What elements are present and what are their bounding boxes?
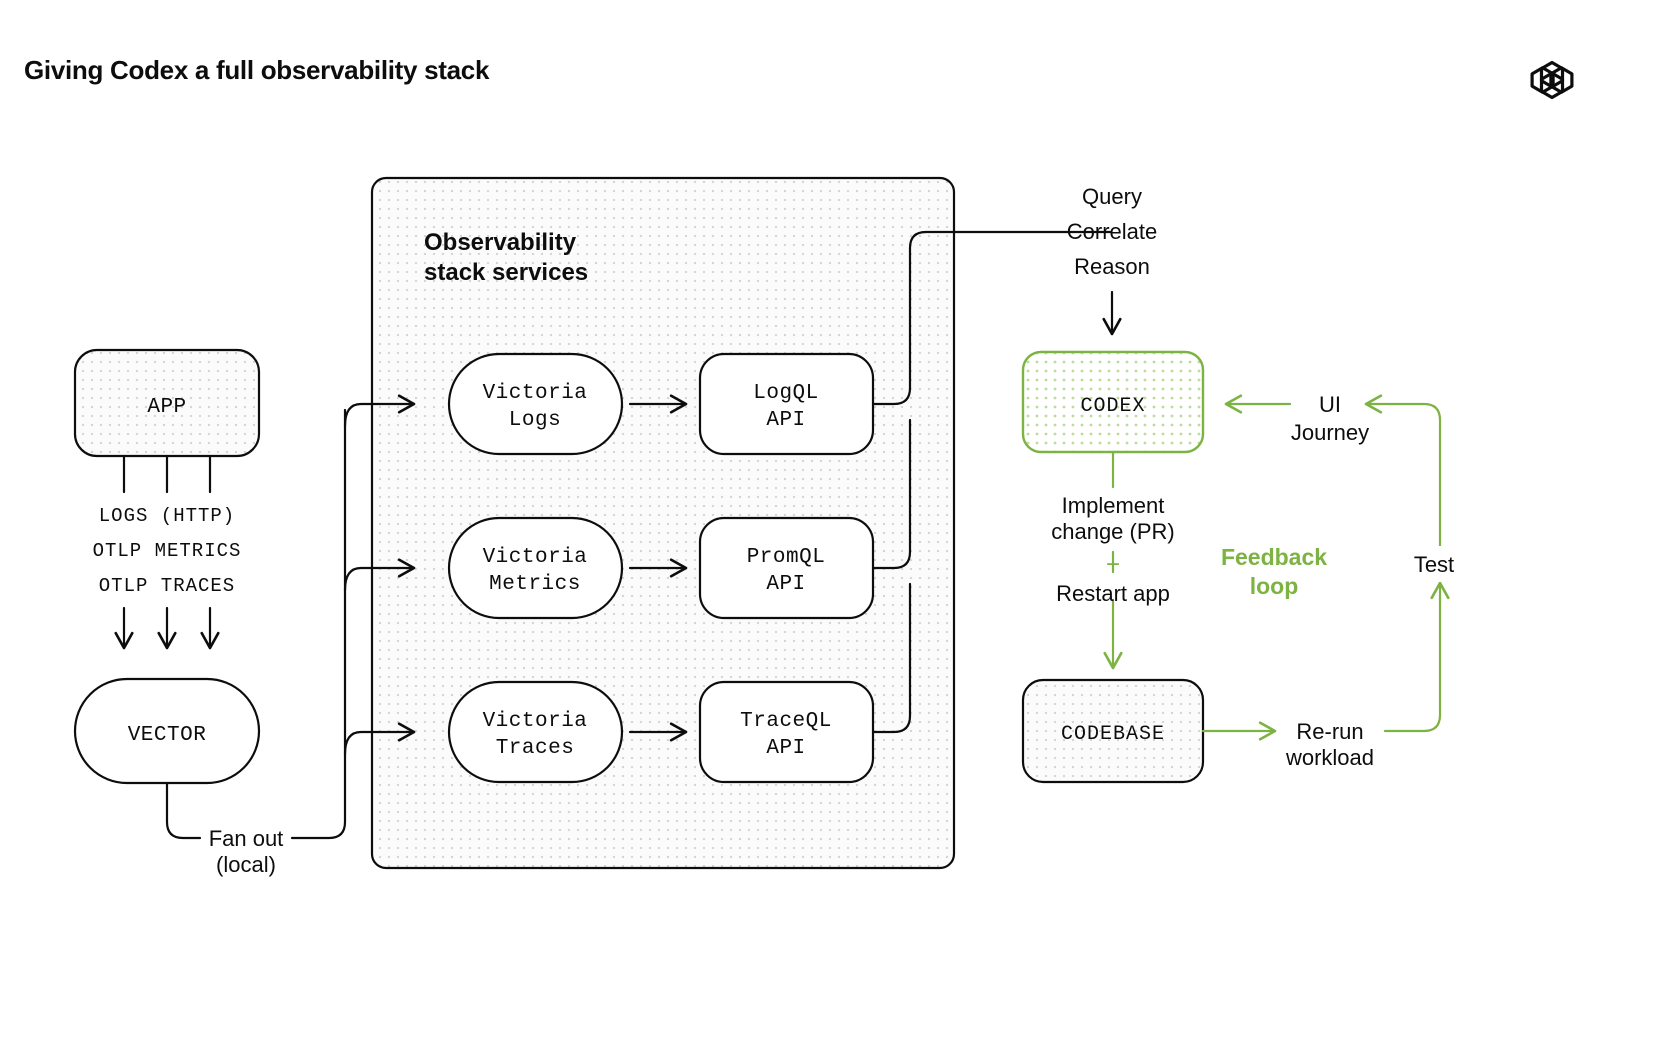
store-node-box: [447, 680, 624, 784]
store-node-victoria-metrics[interactable]: Victoria Metrics: [447, 516, 624, 620]
openai-logo: [1530, 60, 1574, 100]
page-title: Giving Codex a full observability stack: [24, 55, 490, 85]
store-to-api-arrows: [628, 394, 688, 742]
api-node-label-line1: PromQL: [747, 546, 826, 569]
implement-change-labels: Implement change (PR) + Restart app: [1051, 493, 1175, 606]
codex-node-label: CODEX: [1080, 395, 1145, 418]
api-node-label-line1: TraceQL: [740, 710, 832, 733]
store-node-box: [447, 516, 624, 620]
api-node-promql[interactable]: PromQL API: [698, 516, 875, 620]
query-correlate-reason-labels: Query Correlate Reason: [1067, 184, 1157, 279]
test-label-group: Test: [1404, 546, 1476, 582]
ui-journey-label: UI Journey: [1291, 392, 1369, 445]
api-node-label-line1: LogQL: [753, 382, 819, 405]
plus-symbol: +: [1106, 551, 1120, 578]
feedback-loop-line1: Feedback: [1221, 544, 1327, 570]
rerun-line1: Re-run: [1296, 719, 1363, 744]
codex-node[interactable]: CODEX: [1021, 350, 1205, 454]
ui-journey-line1: UI: [1319, 392, 1341, 417]
api-node-logql[interactable]: LogQL API: [698, 352, 875, 456]
fanout-label-line1: Fan out: [209, 826, 284, 851]
app-signal-stubs: [122, 454, 212, 494]
store-node-victoria-traces[interactable]: Victoria Traces: [447, 680, 624, 784]
stack-group-title-line1: Observability: [424, 229, 577, 256]
fanout-label-line2: (local): [216, 852, 276, 877]
ui-journey-line2: Journey: [1291, 420, 1369, 445]
store-node-label-line2: Metrics: [489, 573, 581, 596]
fanout-path: [165, 408, 347, 840]
api-node-label-line2: API: [766, 409, 805, 432]
store-node-label-line1: Victoria: [483, 382, 588, 405]
stack-group-title-line2: stack services: [424, 259, 588, 286]
rerun-line2: workload: [1285, 745, 1374, 770]
feedback-loop-path: [1201, 394, 1450, 741]
feedback-loop-line2: loop: [1250, 573, 1299, 599]
query-label-line3: Reason: [1074, 254, 1150, 279]
store-node-label-line2: Logs: [509, 409, 561, 432]
vector-node-label: VECTOR: [128, 724, 207, 747]
codebase-node[interactable]: CODEBASE: [1021, 678, 1205, 784]
store-node-label-line2: Traces: [496, 737, 575, 760]
signal-label-2: OTLP TRACES: [99, 575, 235, 597]
fanout-branches: [343, 394, 416, 756]
signal-label-0: LOGS (HTTP): [99, 505, 235, 527]
store-node-label-line1: Victoria: [483, 710, 588, 733]
app-node[interactable]: APP: [73, 348, 261, 458]
test-label: Test: [1414, 552, 1454, 577]
implement-label-line1: Implement: [1062, 493, 1165, 518]
test-label-backdrop: [1404, 546, 1476, 582]
rerun-workload-label: Re-run workload: [1285, 719, 1374, 770]
api-node-label-line2: API: [766, 737, 805, 760]
vector-node[interactable]: VECTOR: [73, 677, 261, 785]
query-label-line2: Correlate: [1067, 219, 1157, 244]
query-label-line1: Query: [1082, 184, 1142, 209]
store-node-victoria-logs[interactable]: Victoria Logs: [447, 352, 624, 456]
api-merge-path: [871, 230, 1112, 734]
feedback-loop-title: Feedback loop: [1221, 544, 1327, 599]
codebase-node-label: CODEBASE: [1061, 723, 1165, 746]
signal-label-1: OTLP METRICS: [93, 540, 242, 562]
app-node-label: APP: [147, 396, 186, 419]
store-node-label-line1: Victoria: [483, 546, 588, 569]
store-node-box: [447, 352, 624, 456]
api-node-traceql[interactable]: TraceQL API: [698, 680, 875, 784]
api-node-label-line2: API: [766, 573, 805, 596]
app-to-vector-arrows: [114, 606, 220, 650]
signal-labels: LOGS (HTTP) OTLP METRICS OTLP TRACES: [93, 505, 242, 597]
implement-label-line2: change (PR): [1051, 519, 1175, 544]
restart-app-label: Restart app: [1056, 581, 1170, 606]
fanout-label: Fan out (local): [209, 826, 284, 877]
